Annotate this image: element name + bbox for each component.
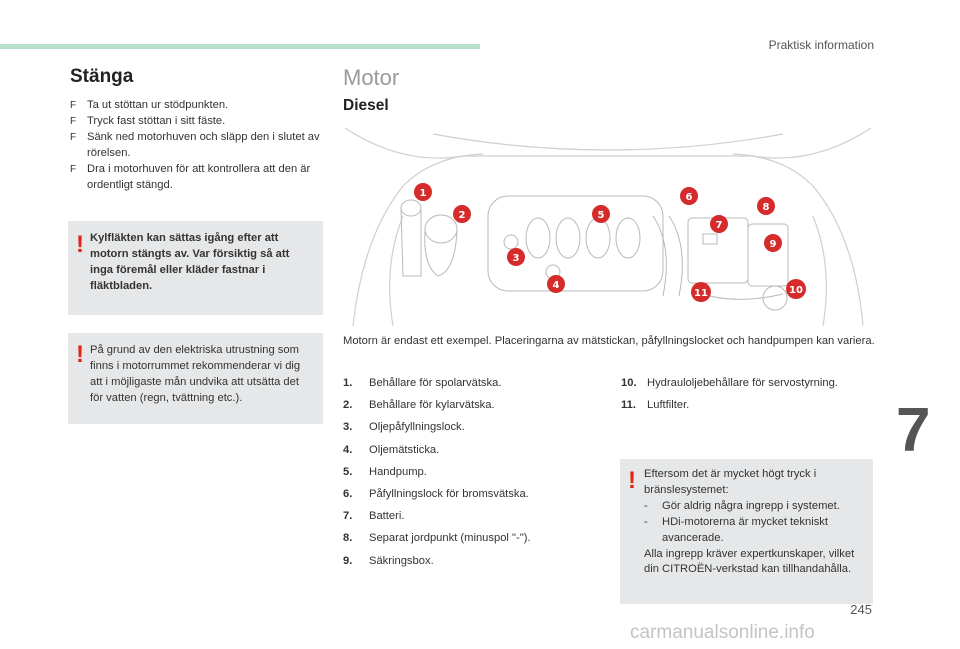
watermark: carmanualsonline.info <box>630 622 815 643</box>
list-item: -HDi-motorerna är mycket tekniskt avance… <box>644 515 828 544</box>
marker-10: 10 <box>789 285 803 296</box>
list-item: 1.Behållare för spolarvätska. <box>343 377 502 389</box>
engine-compartment-illustration: 1 2 3 4 5 6 7 8 9 10 11 <box>344 127 872 327</box>
electrical-warning-box: ! På grund av den elektriska utrustning … <box>68 333 323 424</box>
fuel-pressure-warning-text: Eftersom det är mycket högt tryck i brän… <box>644 467 867 578</box>
parts-list-right: 10.Hydrauloljebehållare för servostyrnin… <box>621 376 871 420</box>
marker-9: 9 <box>770 239 777 250</box>
list-item: 8.Separat jordpunkt (minuspol "-"). <box>343 532 531 545</box>
bullet-mark: F <box>70 115 77 127</box>
marker-4: 4 <box>553 280 560 291</box>
warning-icon: ! <box>76 341 84 368</box>
header-accent-bar <box>0 44 480 49</box>
subsection-title-diesel: Diesel <box>343 97 389 114</box>
fan-warning-text: Kylfläkten kan sättas igång efter att mo… <box>90 232 290 292</box>
chapter-number: 7 <box>896 396 931 465</box>
section-title-motor: Motor <box>343 65 400 90</box>
list-item: 9.Säkringsbox. <box>343 554 434 567</box>
fan-warning-box: ! Kylfläkten kan sättas igång efter att … <box>68 221 323 315</box>
list-item: 5.Handpump. <box>343 465 427 478</box>
bullet-mark: F <box>70 163 77 175</box>
list-item: -Gör aldrig några ingrepp i systemet. <box>644 499 840 512</box>
marker-1: 1 <box>420 188 427 199</box>
marker-8: 8 <box>763 202 770 213</box>
marker-11: 11 <box>694 288 708 299</box>
list-item: 3.Oljepåfyllningslock. <box>343 421 465 434</box>
bullet-mark: F <box>70 100 77 111</box>
warning-icon: ! <box>628 467 636 494</box>
list-item: 2.Behållare för kylarvätska. <box>343 399 495 412</box>
illustration-caption: Motorn är endast ett exempel. Placeringa… <box>343 335 875 347</box>
marker-7: 7 <box>716 220 723 231</box>
list-item: 4.Oljemätsticka. <box>343 443 440 456</box>
bullet-mark: F <box>70 131 77 143</box>
marker-2: 2 <box>459 210 466 221</box>
fuel-pressure-warning-box: ! Eftersom det är mycket högt tryck i br… <box>620 459 873 604</box>
page-number: 245 <box>850 602 872 617</box>
warning-icon: ! <box>76 231 84 258</box>
list-item: 11.Luftfilter. <box>621 399 690 412</box>
list-item: 6.Påfyllningslock för bromsvätska. <box>343 487 529 500</box>
list-item: 10.Hydrauloljebehållare för servostyrnin… <box>621 377 838 389</box>
electrical-warning-text: På grund av den elektriska utrustning so… <box>90 344 301 404</box>
section-label: Praktisk information <box>768 38 874 52</box>
parts-list-left: 1.Behållare för spolarvätska. 2.Behållar… <box>343 376 593 576</box>
marker-6: 6 <box>686 192 693 203</box>
section-title-stanga: Stänga <box>70 66 134 87</box>
list-item: 7.Batteri. <box>343 510 405 523</box>
marker-3: 3 <box>513 253 520 264</box>
marker-5: 5 <box>598 210 605 221</box>
